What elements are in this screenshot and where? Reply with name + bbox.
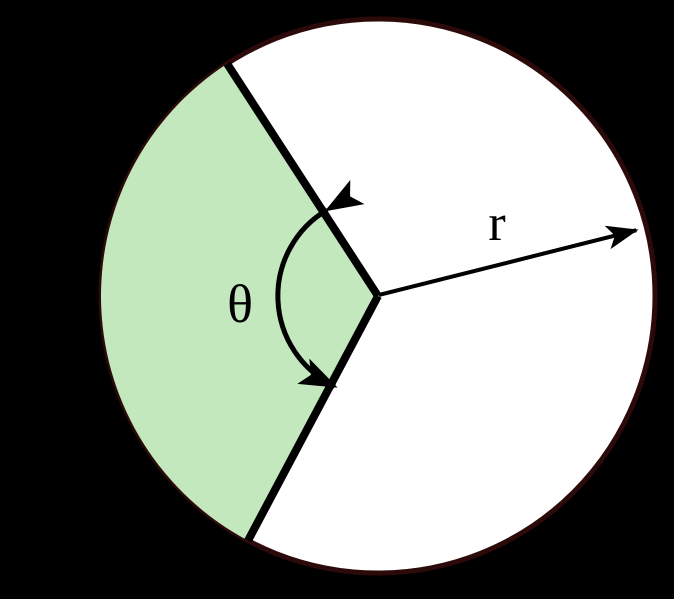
radius-arrow xyxy=(378,225,639,297)
radius-label: r xyxy=(488,195,505,252)
theta-label: θ xyxy=(227,274,253,334)
theta-arc xyxy=(275,179,365,389)
